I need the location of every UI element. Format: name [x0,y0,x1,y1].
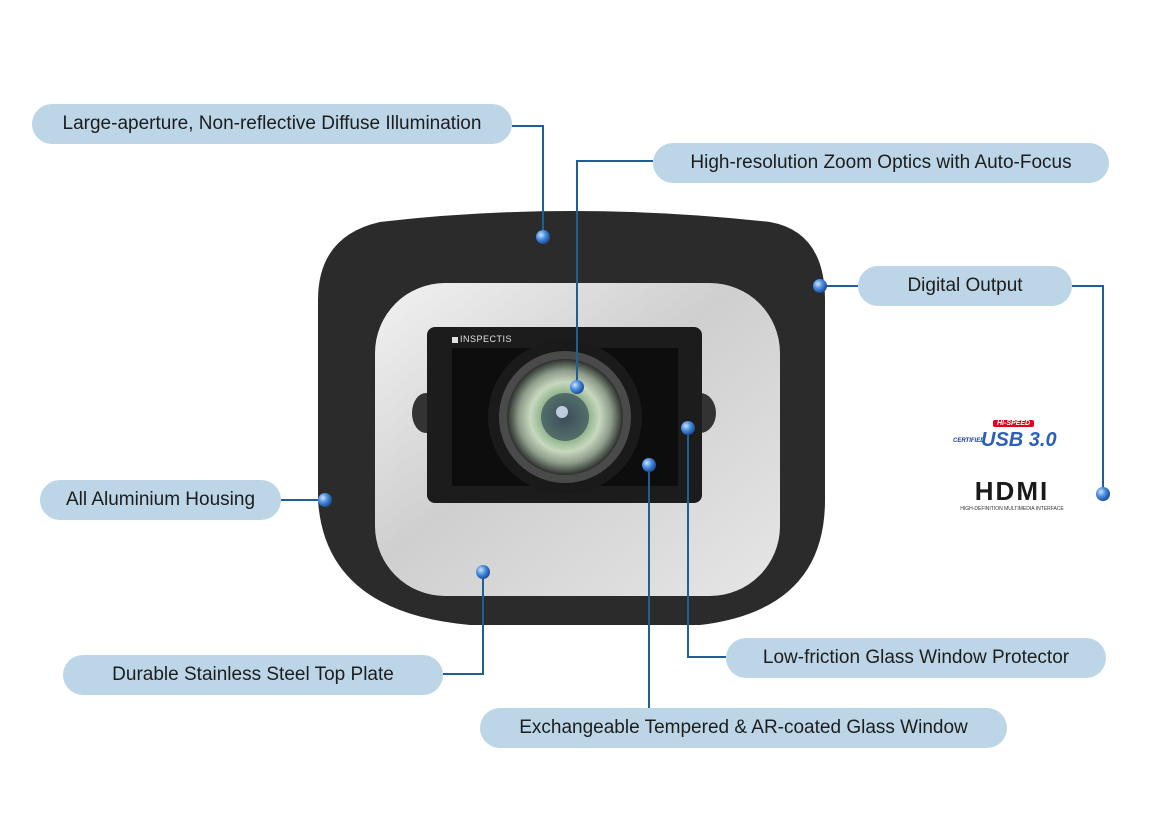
usb-hispeed-badge: HI-SPEED [993,420,1035,427]
brand-text: INSPECTIS [460,334,513,344]
dot-digital-output-logos [1096,487,1110,501]
label-glass-protector: Low-friction Glass Window Protector [726,638,1106,678]
dot-digital-output [813,279,827,293]
usb3-logo: HI-SPEED CERTIFIED USB 3.0 [953,420,1071,456]
leader-illumination [512,125,544,237]
usb-certified-text: CERTIFIED [953,438,985,444]
label-top-plate: Durable Stainless Steel Top Plate [63,655,443,695]
label-zoom-optics: High-resolution Zoom Optics with Auto-Fo… [653,143,1109,183]
label-illumination: Large-aperture, Non-reflective Diffuse I… [32,104,512,144]
leader-top-plate [443,572,484,675]
hdmi-logo: HDMI HIGH-DEFINITION MULTIMEDIA INTERFAC… [956,478,1068,512]
dot-housing [318,493,332,507]
usb-text: USB 3.0 [981,429,1057,451]
device-brand: INSPECTIS [452,334,512,344]
dot-top-plate [476,565,490,579]
dot-glass-protector [681,421,695,435]
label-housing: All Aluminium Housing [40,480,281,520]
leader-zoom-optics [576,160,653,387]
hdmi-text: HDMI [974,476,1050,506]
label-digital-output: Digital Output [858,266,1072,306]
dot-illumination [536,230,550,244]
label-glass-window: Exchangeable Tempered & AR-coated Glass … [480,708,1007,748]
zoom-lens-highlight [556,406,568,418]
dot-glass-window [642,458,656,472]
leader-glass-protector [687,428,726,658]
leader-digital-output-right [1072,285,1104,494]
brand-grid-icon [452,336,458,343]
dot-zoom-optics [570,380,584,394]
hdmi-subtext: HIGH-DEFINITION MULTIMEDIA INTERFACE [960,506,1064,512]
